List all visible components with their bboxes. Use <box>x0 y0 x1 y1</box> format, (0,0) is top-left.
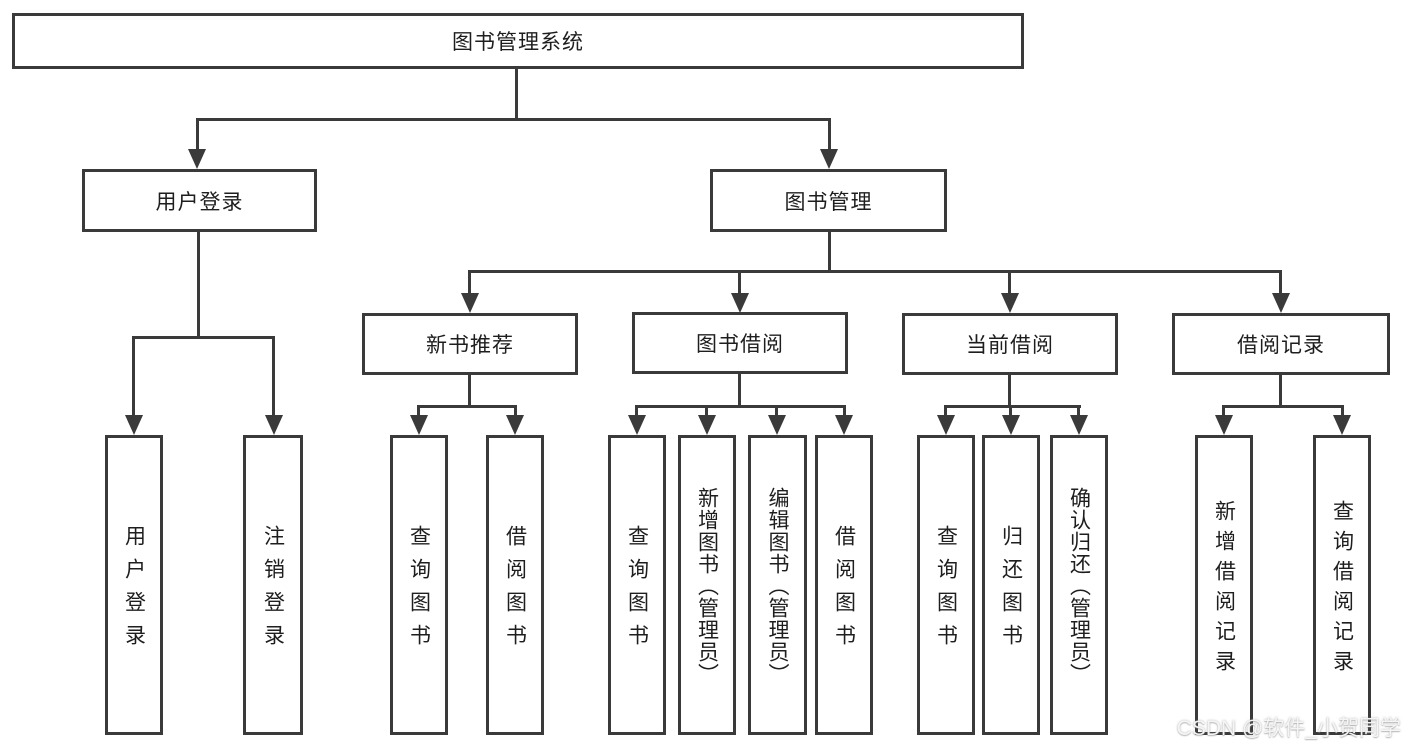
leaf-confirm-return-admin: 确认归还（管理员） <box>1050 435 1108 735</box>
connector-leaf-stub <box>1009 405 1012 419</box>
leaf-add-book-admin-label: 新增图书（管理员） <box>695 486 719 685</box>
arrow-down-icon <box>1272 293 1290 313</box>
leaf-borrow-books-2: 借阅图书 <box>815 435 873 735</box>
connector-level2-bus <box>196 118 831 121</box>
node-book-management-label: 图书管理 <box>784 190 873 214</box>
node-book-borrow-label: 图书借阅 <box>696 333 784 356</box>
arrow-down-icon <box>410 415 428 435</box>
connector-user-login-bus <box>132 336 275 339</box>
arrow-down-icon <box>835 415 853 435</box>
arrow-down-icon <box>628 415 646 435</box>
leaf-add-borrow-record: 新增借阅记录 <box>1195 435 1253 735</box>
connector-recommend-drop <box>468 375 471 407</box>
connector-leaf-stub <box>272 336 275 418</box>
connector-borrow-bus <box>635 405 846 408</box>
leaf-add-borrow-record-label: 新增借阅记录 <box>1212 499 1236 680</box>
arrow-down-icon <box>820 149 838 169</box>
connector-records-drop <box>1279 375 1282 407</box>
arrow-down-icon <box>506 415 524 435</box>
leaf-confirm-return-admin-label: 确认归还（管理员） <box>1067 486 1091 685</box>
leaf-query-books-1-label: 查询图书 <box>407 525 431 657</box>
connector-recommend-bus <box>417 405 517 408</box>
connector-leaf-stub <box>132 336 135 418</box>
node-root-label: 图书管理系统 <box>452 31 584 54</box>
leaf-edit-book-admin-label: 编辑图书（管理员） <box>766 486 789 685</box>
node-book-management: 图书管理 <box>710 169 947 232</box>
connector-leaf-stub <box>705 405 708 419</box>
connector-leaf-stub <box>843 405 846 419</box>
connector-leaf-stub <box>1077 405 1080 419</box>
arrow-down-icon <box>265 415 283 435</box>
connector-book-mgmt-stub <box>828 118 831 152</box>
node-user-login: 用户登录 <box>82 169 317 232</box>
leaf-query-books-2: 查询图书 <box>608 435 666 735</box>
node-new-book-recommend-label: 新书推荐 <box>426 334 514 357</box>
node-current-borrow-label: 当前借阅 <box>966 334 1054 357</box>
leaf-logout: 注销登录 <box>243 435 303 735</box>
node-borrow-records-label: 借阅记录 <box>1237 334 1325 357</box>
node-new-book-recommend: 新书推荐 <box>362 313 578 375</box>
arrow-down-icon <box>768 415 786 435</box>
connector-l3-stub <box>468 270 471 298</box>
leaf-borrow-books-1-label: 借阅图书 <box>503 525 527 657</box>
node-current-borrow: 当前借阅 <box>902 313 1118 375</box>
leaf-logout-label: 注销登录 <box>261 525 285 657</box>
leaf-borrow-books-2-label: 借阅图书 <box>832 525 856 657</box>
leaf-return-books-label: 归还图书 <box>999 525 1023 657</box>
connector-records-bus <box>1222 405 1344 408</box>
connector-leaf-stub <box>1222 405 1225 419</box>
node-user-login-label: 用户登录 <box>155 190 244 214</box>
arrow-down-icon <box>937 415 955 435</box>
node-root: 图书管理系统 <box>12 13 1024 69</box>
node-book-borrow: 图书借阅 <box>632 312 848 374</box>
arrow-down-icon <box>125 415 143 435</box>
leaf-query-books-3-label: 查询图书 <box>934 525 958 657</box>
connector-leaf-stub <box>775 405 778 419</box>
leaf-query-borrow-record: 查询借阅记录 <box>1313 435 1371 735</box>
leaf-edit-book-admin: 编辑图书（管理员） <box>748 435 807 735</box>
arrow-down-icon <box>731 293 749 313</box>
connector-root-drop <box>515 69 518 120</box>
leaf-user-login-label: 用户登录 <box>122 525 146 657</box>
connector-leaf-stub <box>417 405 420 419</box>
connector-l3-stub <box>738 270 741 298</box>
arrow-down-icon <box>1002 415 1020 435</box>
leaf-query-books-2-label: 查询图书 <box>625 525 649 657</box>
leaf-query-books-3: 查询图书 <box>917 435 975 735</box>
connector-l3-stub <box>1279 270 1282 298</box>
leaf-query-books-1: 查询图书 <box>390 435 448 735</box>
connector-borrow-drop <box>738 373 741 407</box>
leaf-return-books: 归还图书 <box>982 435 1040 735</box>
leaf-query-borrow-record-label: 查询借阅记录 <box>1330 499 1354 680</box>
connector-leaf-stub <box>635 405 638 419</box>
connector-leaf-stub <box>944 405 947 419</box>
arrow-down-icon <box>1333 415 1351 435</box>
connector-user-login-stub <box>196 118 199 152</box>
arrow-down-icon <box>1070 415 1088 435</box>
arrow-down-icon <box>188 149 206 169</box>
connector-l3-stub <box>1008 270 1011 298</box>
leaf-user-login: 用户登录 <box>105 435 163 735</box>
connector-leaf-stub <box>514 405 517 419</box>
connector-user-login-drop <box>197 232 200 338</box>
connector-leaf-stub <box>1341 405 1344 419</box>
connector-current-drop <box>1008 375 1011 407</box>
arrow-down-icon <box>698 415 716 435</box>
leaf-borrow-books-1: 借阅图书 <box>486 435 544 735</box>
connector-current-bus <box>944 405 1081 408</box>
leaf-add-book-admin: 新增图书（管理员） <box>678 435 736 735</box>
arrow-down-icon <box>461 293 479 313</box>
node-borrow-records: 借阅记录 <box>1172 313 1390 375</box>
arrow-down-icon <box>1001 293 1019 313</box>
connector-level3-bus <box>468 270 1282 273</box>
connector-book-mgmt-drop <box>828 232 831 272</box>
arrow-down-icon <box>1215 415 1233 435</box>
